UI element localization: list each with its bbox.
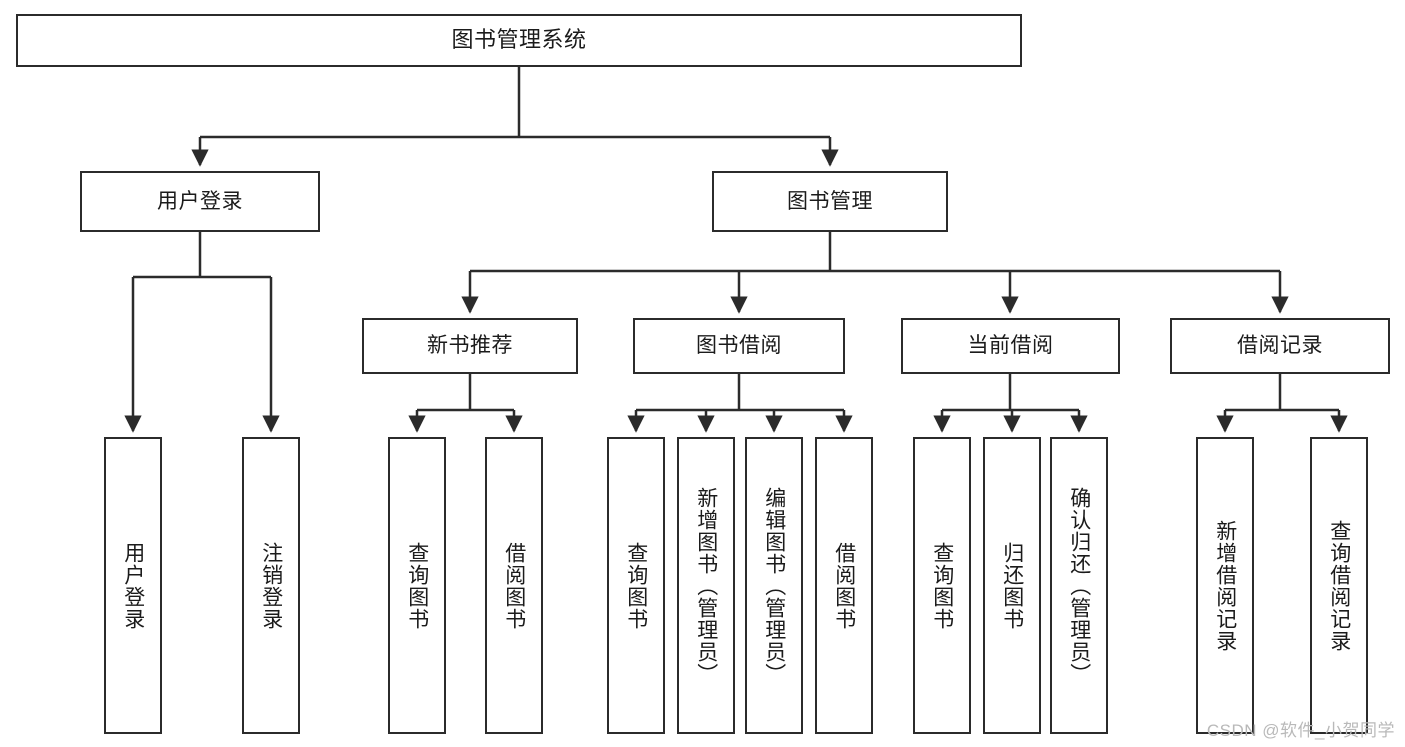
node-leaf-return-book-label: 归还图书 [1000,541,1024,630]
node-leaf-add-book-label: 新增图书（管理员） [694,486,718,685]
node-leaf-query-record-label: 查询借阅记录 [1327,519,1351,652]
node-leaf-query-book-rec-label: 查询图书 [405,541,429,630]
watermark: CSDN @软件_小贺同学 [1206,721,1395,740]
node-leaf-borrow-book-rec-label: 借阅图书 [502,541,526,630]
node-leaf-user-login-label: 用户登录 [121,541,145,630]
node-leaf-return-book[interactable]: 归还图书 [983,437,1041,734]
node-leaf-edit-book[interactable]: 编辑图书（管理员） [745,437,803,734]
node-leaf-query-book-bb-label: 查询图书 [624,541,648,630]
node-current-borrow[interactable]: 当前借阅 [901,318,1120,374]
node-leaf-query-book-rec[interactable]: 查询图书 [388,437,446,734]
node-leaf-query-book-bb[interactable]: 查询图书 [607,437,665,734]
node-leaf-borrow-book-rec[interactable]: 借阅图书 [485,437,543,734]
node-borrow-record[interactable]: 借阅记录 [1170,318,1390,374]
node-leaf-borrow-book-bb-label: 借阅图书 [832,541,856,630]
node-user-login-label: 用户登录 [157,189,243,213]
node-root[interactable]: 图书管理系统 [16,14,1022,67]
node-leaf-query-book-cb-label: 查询图书 [930,541,954,630]
node-leaf-confirm-return-label: 确认归还（管理员） [1067,486,1091,685]
node-leaf-user-logout-label: 注销登录 [259,541,283,630]
node-leaf-confirm-return[interactable]: 确认归还（管理员） [1050,437,1108,734]
node-leaf-user-login[interactable]: 用户登录 [104,437,162,734]
node-book-manage-label: 图书管理 [787,189,873,213]
node-borrow-record-label: 借阅记录 [1237,334,1323,358]
node-current-borrow-label: 当前借阅 [967,334,1054,358]
node-user-login[interactable]: 用户登录 [80,171,320,232]
node-new-book-rec[interactable]: 新书推荐 [362,318,578,374]
node-book-borrow-label: 图书借阅 [696,334,782,358]
node-leaf-borrow-book-bb[interactable]: 借阅图书 [815,437,873,734]
node-root-label: 图书管理系统 [451,27,587,53]
node-new-book-rec-label: 新书推荐 [427,334,513,358]
node-book-manage[interactable]: 图书管理 [712,171,948,232]
node-book-borrow[interactable]: 图书借阅 [633,318,845,374]
node-leaf-edit-book-label: 编辑图书（管理员） [762,486,786,685]
node-leaf-add-record-label: 新增借阅记录 [1213,519,1237,652]
node-leaf-query-record[interactable]: 查询借阅记录 [1310,437,1368,734]
node-leaf-user-logout[interactable]: 注销登录 [242,437,300,734]
node-leaf-query-book-cb[interactable]: 查询图书 [913,437,971,734]
node-leaf-add-record[interactable]: 新增借阅记录 [1196,437,1254,734]
node-leaf-add-book[interactable]: 新增图书（管理员） [677,437,735,734]
